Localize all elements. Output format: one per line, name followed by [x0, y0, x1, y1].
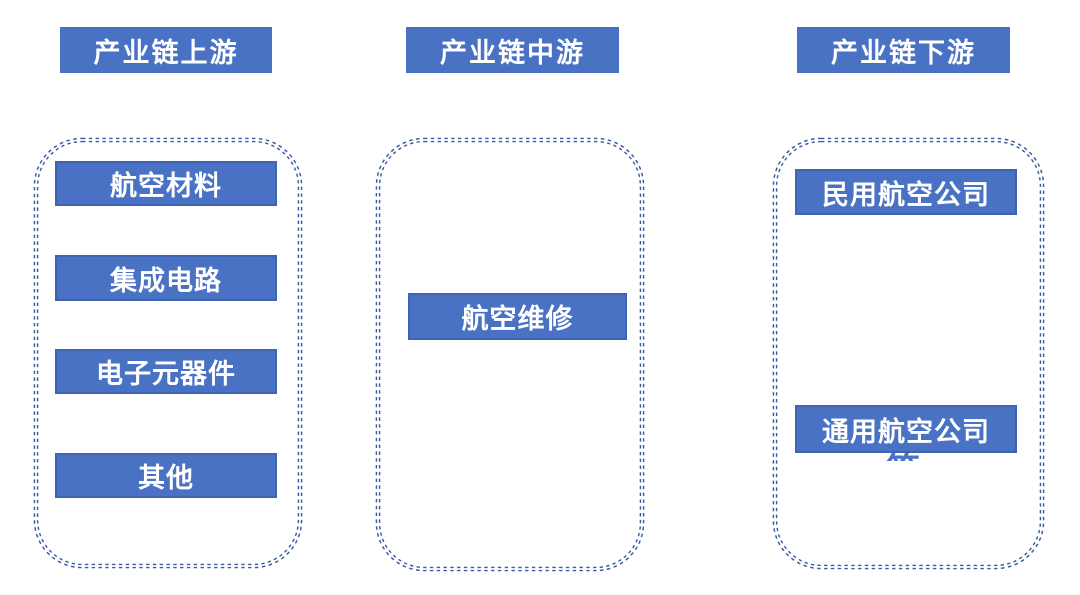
panel-midstream-dashed-border [375, 137, 645, 572]
node-electronic-components: 电子元器件 [55, 349, 277, 394]
node-civil-aviation-companies: 民用航空公司 [795, 169, 1017, 215]
header-upstream: 产业链上游 [60, 27, 272, 73]
node-aviation-materials: 航空材料 [55, 161, 277, 206]
header-midstream: 产业链中游 [406, 27, 619, 73]
panel-upstream-dashed-border [33, 137, 303, 569]
header-downstream: 产业链下游 [797, 27, 1010, 73]
clipped-overflow-text-fragment: 等 [883, 453, 923, 461]
node-integrated-circuits: 集成电路 [55, 255, 277, 301]
node-general-aviation-companies: 通用航空公司 [795, 405, 1017, 453]
node-others: 其他 [55, 453, 277, 498]
panel-downstream-dashed-border [772, 137, 1045, 570]
clipped-character: 等 [883, 453, 923, 461]
node-aviation-maintenance: 航空维修 [408, 293, 627, 340]
